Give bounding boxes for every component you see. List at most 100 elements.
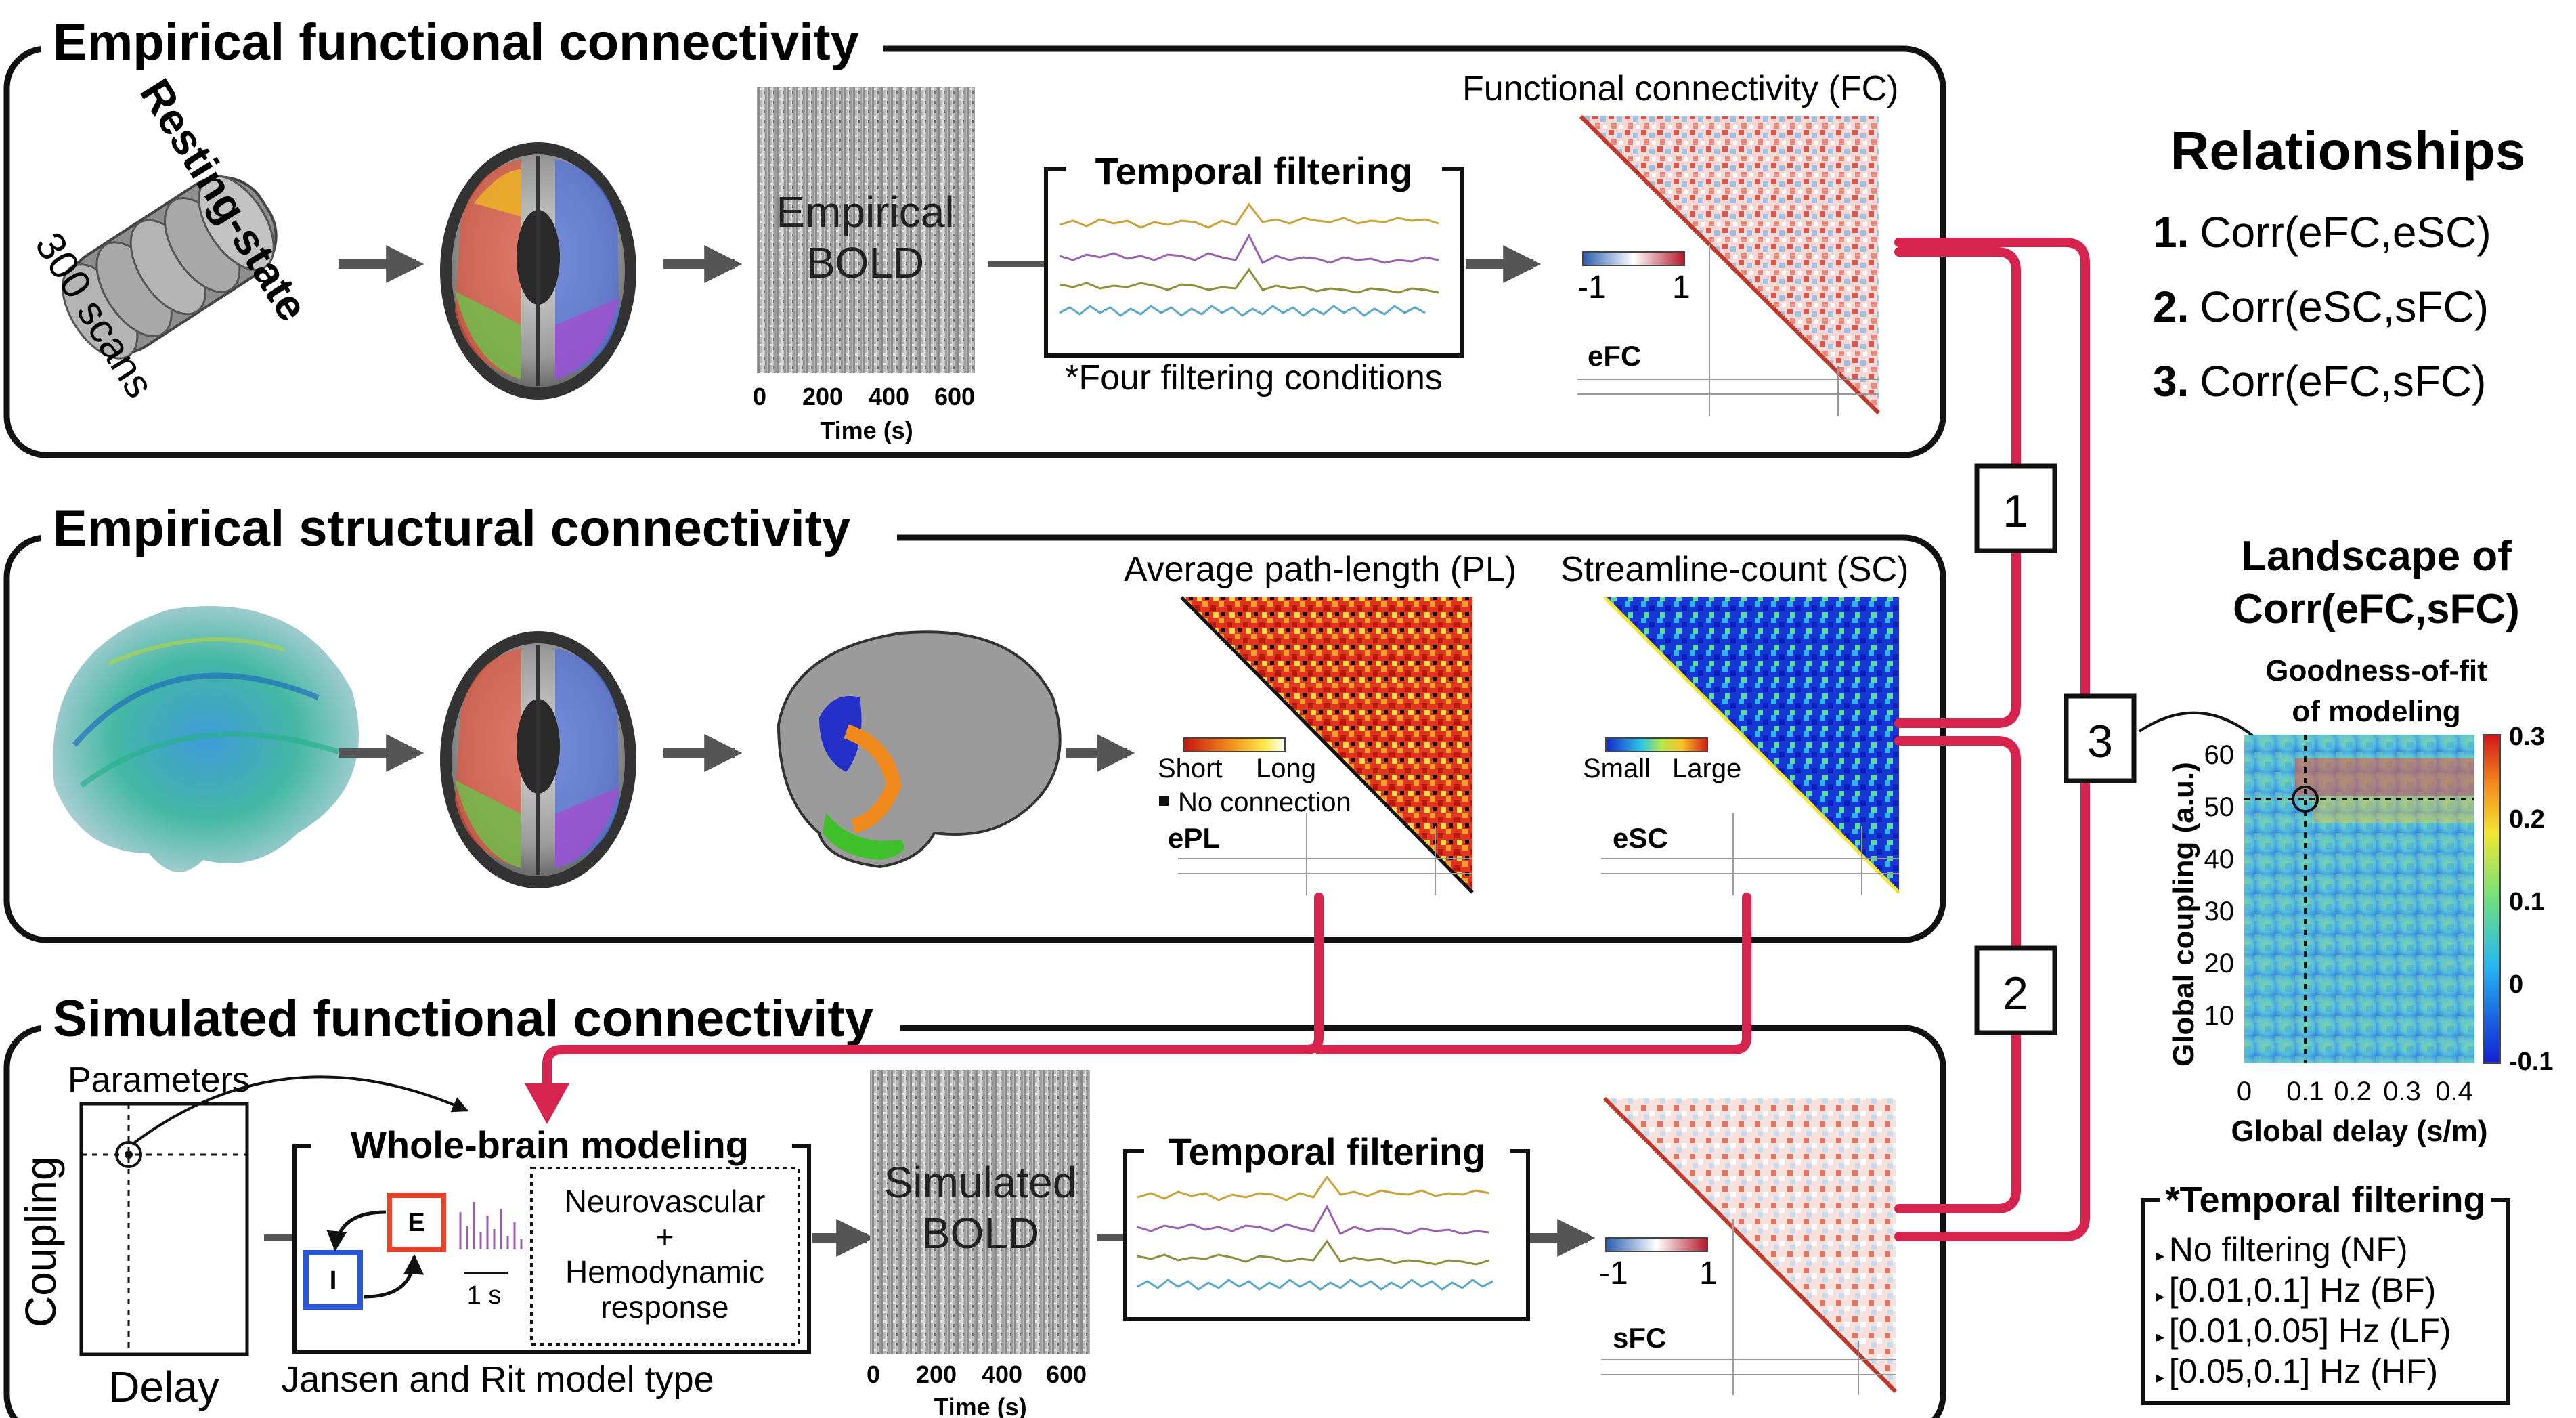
esc-matrix-label: eSC	[1613, 822, 1668, 854]
simulated-time-axis: 0 200 400 600 Time (s)	[867, 1360, 1087, 1418]
efc-filter-signals	[1059, 202, 1439, 317]
efc-matrix-label: eFC	[1588, 340, 1641, 372]
relationship-num: 2.	[2153, 282, 2189, 331]
parameter-point	[115, 1141, 142, 1168]
relationship-text: Corr(eFC,sFC)	[2200, 357, 2486, 406]
landscape-ytick: 40	[2204, 844, 2235, 874]
brain-atlas-image	[440, 631, 636, 888]
sfc-filter-title: Temporal filtering	[1169, 1130, 1486, 1173]
simulated-time-tick: 600	[1046, 1360, 1087, 1388]
landscape-xtick: 0.1	[2286, 1077, 2324, 1107]
cbar-tick: -0.1	[2509, 1048, 2553, 1076]
efc-filter-caption: *Four filtering conditions	[1065, 358, 1443, 398]
landscape-cbar-ticks: 0.3 0.2 0.1 0 -0.1	[2509, 723, 2553, 1076]
nv-line-4: response	[601, 1289, 728, 1325]
svg-text:1.Corr(eFC,eSC): 1.Corr(eFC,eSC)	[2153, 208, 2491, 257]
efc-colorbar	[1582, 251, 1685, 266]
inhibitory-node	[303, 1250, 363, 1310]
landscape-title-2: Corr(eFC,sFC)	[2233, 586, 2520, 632]
connector-2-box	[1974, 945, 2057, 1035]
connector-2-label: 2	[2003, 968, 2028, 1019]
time-scale-label: 1 s	[467, 1281, 502, 1310]
nv-line-2: +	[656, 1219, 674, 1254]
simulated-bold-label-2: BOLD	[921, 1209, 1039, 1258]
sfc-filter-signals	[1137, 1175, 1493, 1291]
landscape-ytick: 60	[2204, 740, 2235, 770]
tractography-image	[53, 606, 359, 872]
sfc-panel-title: Simulated functional connectivity	[53, 990, 873, 1048]
connector-3-label: 3	[2087, 716, 2113, 767]
landscape-ytick: 50	[2204, 792, 2235, 822]
svg-text:2.Corr(eSC,sFC): 2.Corr(eSC,sFC)	[2153, 282, 2489, 331]
efc-panel-title: Empirical functional connectivity	[53, 14, 859, 71]
nv-line-1: Neurovascular	[565, 1184, 766, 1219]
pl-long-label: Long	[1256, 754, 1316, 783]
gof-label-2: of modeling	[2292, 695, 2460, 728]
cbar-tick: 0.1	[2509, 888, 2545, 916]
landscape-ylabel: Global coupling (a.u.)	[2167, 762, 2200, 1067]
simulated-bold-label-1: Simulated	[884, 1158, 1077, 1207]
pl-title: Average path-length (PL)	[1124, 550, 1516, 589]
relationship-num: 3.	[2153, 357, 2189, 406]
no-connection-swatch	[1159, 796, 1169, 806]
filter-condition-list: ▸ No filtering (NF) ▸ [0.01,0.1] Hz (BF)…	[2156, 1230, 2451, 1390]
sc-small-label: Small	[1583, 754, 1651, 783]
landscape-xtick: 0.2	[2334, 1077, 2372, 1107]
relationship-item: 3.Corr(eFC,sFC)	[2153, 357, 2486, 406]
empirical-bold-image	[757, 87, 975, 373]
empirical-time-axis-label: Time (s)	[820, 416, 913, 444]
relationships-title: Relationships	[2170, 121, 2526, 181]
landscape-xtick: 0.4	[2435, 1077, 2473, 1107]
filter-condition-item: ▸ [0.05,0.1] Hz (HF)	[2156, 1352, 2438, 1390]
empirical-time-tick: 0	[753, 383, 766, 410]
whole-brain-model-box	[292, 1144, 811, 1354]
delay-label: Delay	[108, 1362, 219, 1411]
cbar-tick: 0.3	[2509, 723, 2545, 751]
excitatory-node-label: E	[408, 1209, 424, 1237]
epl-matrix-label: ePL	[1168, 822, 1220, 854]
svg-text:3.Corr(eFC,sFC): 3.Corr(eFC,sFC)	[2153, 357, 2486, 406]
relationship-num: 1.	[2153, 208, 2189, 257]
sfc-colorbar-max: 1	[1699, 1255, 1718, 1291]
connector-1-label: 1	[2003, 486, 2028, 537]
empirical-bold-label-1: Empirical	[776, 188, 954, 236]
landscape-xlabel: Global delay (s/m)	[2231, 1115, 2488, 1148]
coupling-label: Coupling	[16, 1156, 65, 1327]
landscape-ytick: 30	[2204, 897, 2235, 926]
landscape-ytick: 20	[2204, 949, 2235, 979]
neural-activity-trace	[459, 1202, 523, 1249]
sc-colorbar	[1605, 737, 1708, 752]
simulated-time-tick: 200	[916, 1360, 957, 1388]
simulated-bold-image	[870, 1070, 1090, 1354]
excitatory-node	[387, 1193, 446, 1252]
efc-colorbar-max: 1	[1672, 270, 1690, 305]
fc-title: Functional connectivity (FC)	[1462, 69, 1898, 108]
scan-stack-image	[62, 175, 278, 360]
neurovascular-box	[530, 1167, 800, 1346]
relationship-text: Corr(eFC,eSC)	[2200, 208, 2491, 257]
sagittal-tract-image	[777, 630, 1062, 869]
sfc-panel	[3, 1025, 1946, 1418]
empirical-time-tick: 400	[869, 383, 909, 410]
parameter-space-plot	[79, 1102, 249, 1356]
relationship-item: 2.Corr(eSC,sFC)	[2153, 282, 2489, 331]
landscape-title-1: Landscape of	[2241, 533, 2512, 580]
sfc-colorbar-min: -1	[1599, 1255, 1628, 1291]
sfc-matrix-label: sFC	[1613, 1322, 1666, 1354]
empirical-bold-label-2: BOLD	[806, 238, 924, 287]
simulated-time-axis-label: Time (s)	[934, 1393, 1026, 1418]
parameters-label: Parameters	[68, 1060, 250, 1100]
best-fit-point	[2292, 786, 2319, 813]
cbar-tick: 0.2	[2509, 805, 2545, 834]
empirical-time-tick: 600	[934, 383, 975, 410]
inhibitory-node-label: I	[330, 1266, 337, 1295]
model-caption: Jansen and Rit model type	[281, 1359, 714, 1400]
landscape-colorbar	[2483, 734, 2501, 1064]
landscape-xtick: 0	[2237, 1077, 2252, 1107]
pl-short-label: Short	[1158, 754, 1223, 783]
cbar-tick: 0	[2509, 970, 2523, 999]
empirical-time-tick: 200	[802, 383, 843, 410]
esc-panel-title: Empirical structural connectivity	[53, 500, 850, 557]
connector-3-box	[2064, 693, 2137, 783]
